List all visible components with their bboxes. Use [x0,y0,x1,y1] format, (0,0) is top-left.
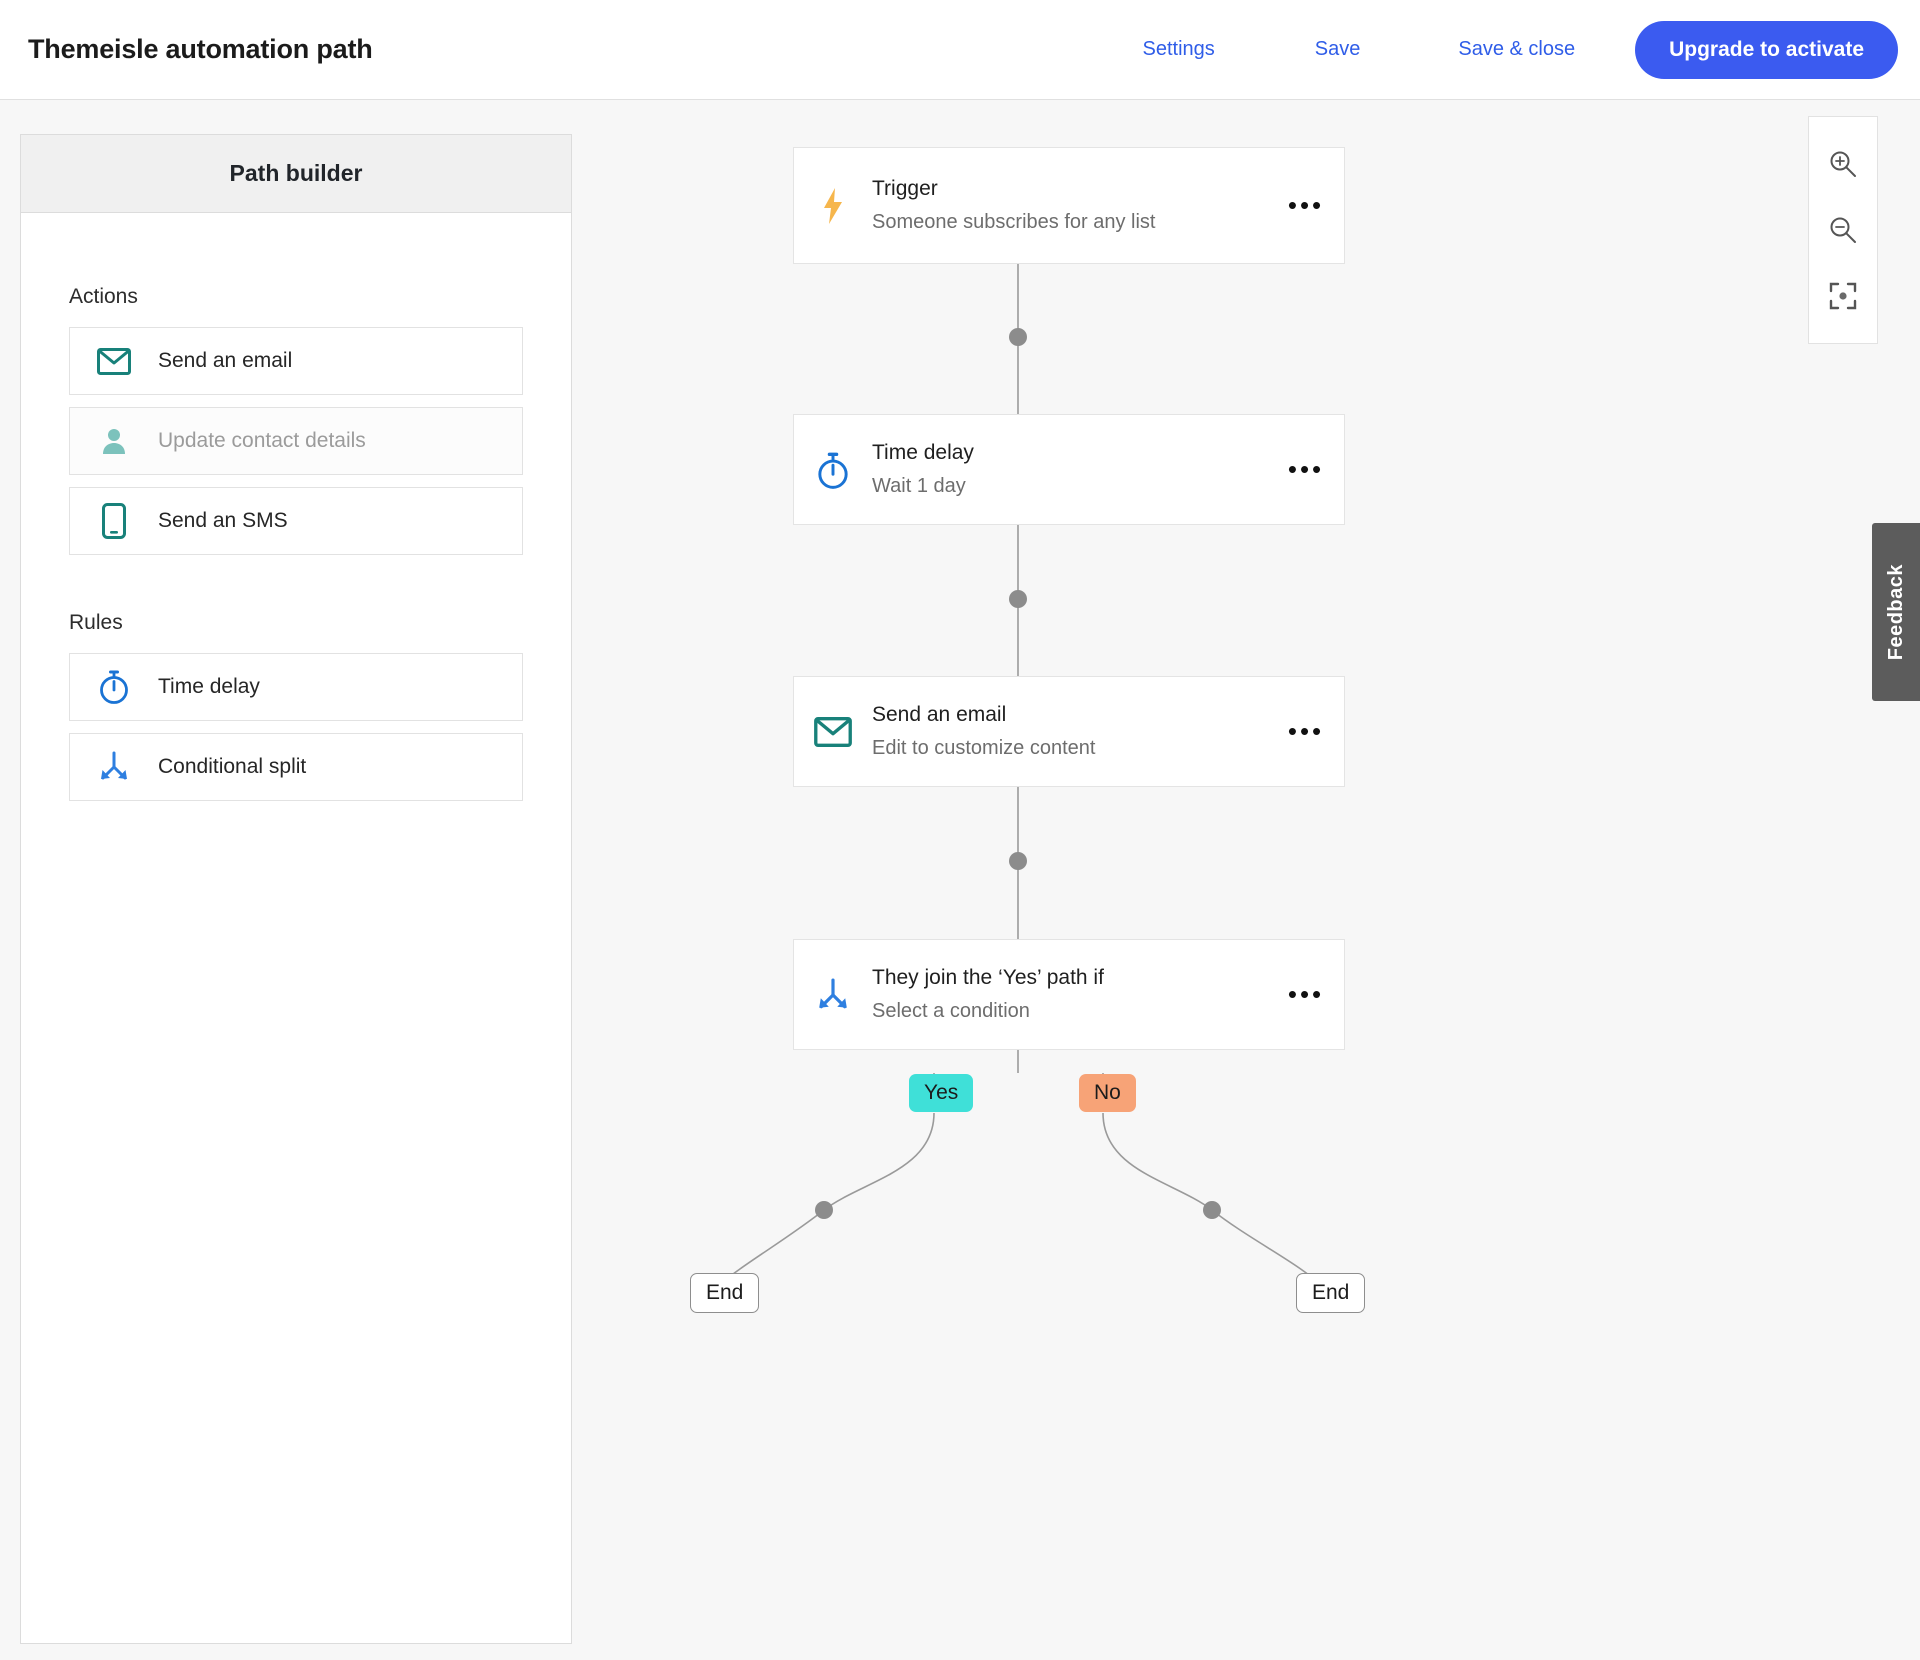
send-email-node[interactable]: Send an email Edit to customize content … [793,676,1345,787]
save-and-close-link[interactable]: Save & close [1458,38,1576,60]
node-title: Trigger [872,176,938,200]
node-title: They join the ‘Yes’ path if [872,965,1104,989]
time-delay-node-menu-button[interactable]: ••• [1287,454,1325,485]
sidebar-item-label: Conditional split [158,755,307,778]
end-node-yes[interactable]: End [690,1273,760,1313]
node-subtitle: Someone subscribes for any list [872,210,1156,233]
panel-body: Actions Send an email Update contact det… [21,285,571,801]
flow-connectors [716,264,1323,1288]
sidebar-item-send-an-email[interactable]: Send an email [69,327,523,395]
feedback-label: Feedback [1884,563,1907,661]
envelope-icon [70,347,158,375]
branch-split-icon [70,751,158,783]
node-title: Send an email [872,702,1007,726]
top-bar: Themeisle automation path Settings Save … [0,0,1920,100]
trigger-node[interactable]: Trigger Someone subscribes for any list … [793,147,1345,264]
sidebar-item-send-an-sms[interactable]: Send an SMS [69,487,523,555]
zoom-in-button[interactable] [1808,131,1878,197]
flow-canvas[interactable]: Trigger Someone subscribes for any list … [572,101,1920,1660]
page-title: Themeisle automation path [28,34,373,64]
settings-link[interactable]: Settings [1142,38,1215,60]
upgrade-to-activate-button[interactable]: Upgrade to activate [1635,20,1898,79]
branch-badge-no[interactable]: No [1079,1074,1136,1112]
branch-badge-yes[interactable]: Yes [909,1074,974,1112]
branch-split-icon [794,978,872,1012]
trigger-node-text: Trigger Someone subscribes for any list [872,175,1268,237]
time-delay-node[interactable]: Time delay Wait 1 day ••• [793,414,1345,525]
time-delay-node-text: Time delay Wait 1 day [872,439,1268,501]
envelope-icon [794,716,872,747]
node-subtitle: Select a condition [872,999,1030,1022]
feedback-tab[interactable]: Feedback [1872,523,1920,701]
path-builder-panel: Path builder Actions Send an email Updat… [20,134,572,1644]
zoom-controls-panel [1808,116,1878,344]
sidebar-item-conditional-split[interactable]: Conditional split [69,733,523,801]
conditional-split-node[interactable]: They join the ‘Yes’ path if Select a con… [793,939,1345,1050]
top-navigation: Settings Save Save & close Upgrade to ac… [1142,20,1898,79]
stopwatch-icon [70,669,158,705]
lightning-bolt-icon [794,187,872,225]
mobile-phone-icon [70,503,158,539]
panel-header: Path builder [21,135,571,213]
sidebar-item-label: Send an email [158,349,293,372]
send-email-node-menu-button[interactable]: ••• [1287,716,1325,747]
actions-group-label: Actions [69,285,138,308]
sidebar-item-time-delay[interactable]: Time delay [69,653,523,721]
node-title: Time delay [872,440,974,464]
sidebar-item-label: Send an SMS [158,509,288,532]
stopwatch-icon [794,450,872,490]
node-subtitle: Edit to customize content [872,736,1096,759]
person-icon [70,426,158,456]
panel-title: Path builder [229,160,363,186]
end-node-no[interactable]: End [1296,1273,1366,1313]
sidebar-item-label: Time delay [158,675,260,698]
trigger-node-menu-button[interactable]: ••• [1287,190,1325,221]
rules-group-label: Rules [69,611,123,634]
fit-to-screen-button[interactable] [1808,263,1878,329]
zoom-out-button[interactable] [1808,197,1878,263]
send-email-node-text: Send an email Edit to customize content [872,701,1268,763]
conditional-split-node-menu-button[interactable]: ••• [1287,979,1325,1010]
sidebar-item-update-contact-details[interactable]: Update contact details [69,407,523,475]
sidebar-item-label: Update contact details [158,429,366,452]
conditional-split-node-text: They join the ‘Yes’ path if Select a con… [872,964,1268,1026]
save-link[interactable]: Save [1314,38,1361,60]
node-subtitle: Wait 1 day [872,474,966,497]
